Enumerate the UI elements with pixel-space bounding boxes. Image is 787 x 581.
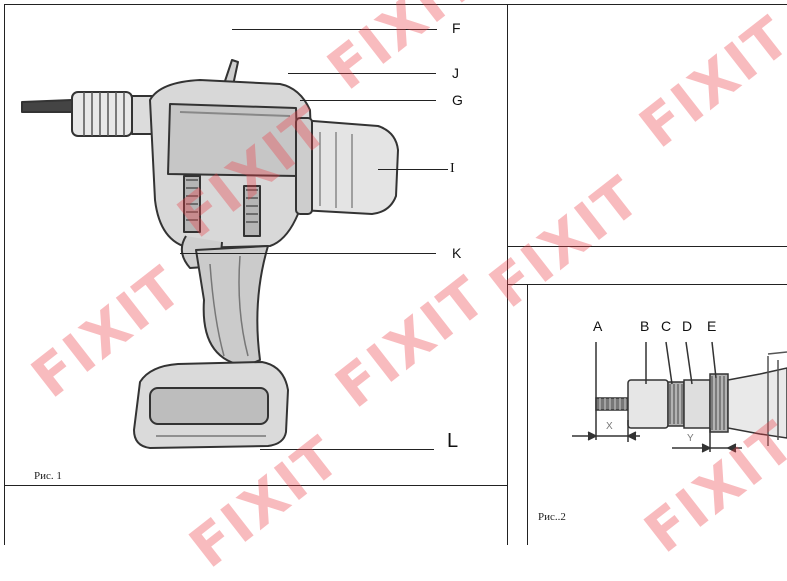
right-cell-divider — [507, 246, 787, 247]
label-b: B — [640, 318, 650, 334]
leader-line-f — [232, 29, 437, 30]
label-c: C — [661, 318, 672, 334]
fig2-top-border — [507, 284, 787, 285]
leader-line-g — [300, 100, 436, 101]
dimension-label-y: Y — [687, 433, 694, 444]
fig2-nose-adjustment-drawing — [572, 341, 787, 453]
label-g: G — [452, 92, 463, 108]
label-e: E — [707, 318, 717, 334]
figure1-caption: Рис. 1 — [34, 470, 62, 482]
leader-line-k — [180, 253, 436, 254]
leader-line-l — [260, 449, 434, 450]
leader-line-i — [378, 169, 448, 170]
frame-top-border — [4, 4, 787, 5]
dimension-label-x: X — [606, 421, 613, 432]
fig2-left-border — [527, 284, 528, 545]
leader-line-j — [288, 73, 436, 74]
label-a: A — [593, 318, 603, 334]
label-i: I — [450, 161, 455, 176]
label-f: F — [452, 20, 461, 36]
frame-middle-divider — [507, 4, 508, 545]
label-d: D — [682, 318, 693, 334]
label-j: J — [452, 65, 459, 81]
label-l: L — [447, 430, 459, 452]
label-k: K — [452, 245, 462, 261]
figure2-caption: Рис..2 — [538, 511, 566, 523]
frame-left-border — [4, 4, 5, 545]
fig1-rivet-tool-drawing — [21, 59, 399, 449]
fig1-bottom-divider — [4, 485, 508, 486]
